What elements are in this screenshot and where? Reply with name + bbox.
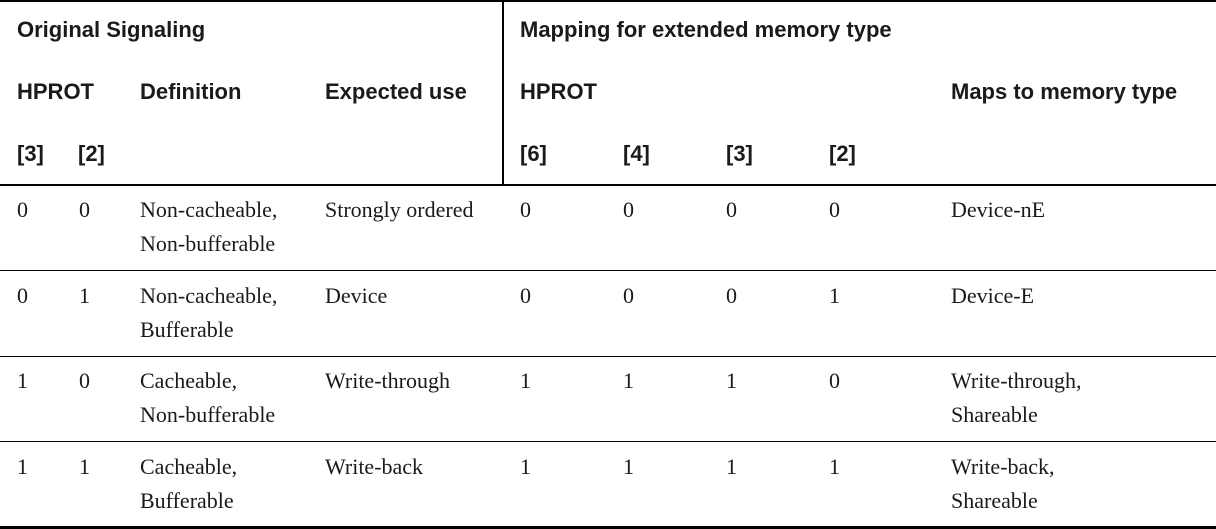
table-top-rule <box>0 0 1216 2</box>
bit2-original-header: [2] <box>78 141 105 166</box>
row3-maps-to-line1: Write-through, <box>951 368 1082 393</box>
bit4-header: [4] <box>623 141 650 166</box>
row1-expected-use: Strongly ordered <box>325 197 474 222</box>
bit3-original-header: [3] <box>17 141 44 166</box>
row2-hprot2: 1 <box>79 283 90 308</box>
row1-map3: 0 <box>726 197 737 222</box>
row3-map4: 1 <box>623 368 634 393</box>
row4-expected-use: Write-back <box>325 454 424 479</box>
row3-maps-to-line2: Shareable <box>951 402 1038 427</box>
row3-hprot3: 1 <box>17 368 28 393</box>
row1-map4: 0 <box>623 197 634 222</box>
row3-hprot2: 0 <box>79 368 90 393</box>
row3-definition-line1: Cacheable, <box>140 368 238 393</box>
row-separator <box>0 441 1216 442</box>
row1-hprot2: 0 <box>79 197 90 222</box>
row2-expected-use: Device <box>325 283 388 308</box>
row2-map2: 1 <box>829 283 840 308</box>
row1-hprot3: 0 <box>17 197 28 222</box>
mapping-header: Mapping for extended memory type <box>520 17 892 42</box>
maps-to-header: Maps to memory type <box>951 79 1178 104</box>
row2-maps-to-line1: Device-E <box>951 283 1035 308</box>
row3-expected-use: Write-through <box>325 368 450 393</box>
header-column-divider <box>502 2 504 186</box>
definition-header: Definition <box>140 79 242 104</box>
row1-maps-to-line1: Device-nE <box>951 197 1046 222</box>
row4-map4: 1 <box>623 454 634 479</box>
bit2-mapping-header: [2] <box>829 141 856 166</box>
row2-map6: 0 <box>520 283 531 308</box>
row2-map4: 0 <box>623 283 634 308</box>
hprot-original-header: HPROT <box>17 79 94 104</box>
row4-map6: 1 <box>520 454 531 479</box>
row2-definition-line1: Non-cacheable, <box>140 283 278 308</box>
row-separator <box>0 270 1216 271</box>
row4-definition-line1: Cacheable, <box>140 454 238 479</box>
row2-hprot3: 0 <box>17 283 28 308</box>
row3-map2: 0 <box>829 368 840 393</box>
row4-hprot3: 1 <box>17 454 28 479</box>
hprot-mapping-header: HPROT <box>520 79 597 104</box>
row-separator <box>0 356 1216 357</box>
expected-use-header: Expected use <box>325 79 467 104</box>
row4-definition-line2: Bufferable <box>140 488 234 513</box>
row1-map6: 0 <box>520 197 531 222</box>
bit3-mapping-header: [3] <box>726 141 753 166</box>
table-bottom-rule <box>0 526 1216 529</box>
row1-map2: 0 <box>829 197 840 222</box>
row3-definition-line2: Non-bufferable <box>140 402 276 427</box>
row2-map3: 0 <box>726 283 737 308</box>
row3-map3: 1 <box>726 368 737 393</box>
row3-map6: 1 <box>520 368 531 393</box>
original-signaling-header: Original Signaling <box>17 17 206 42</box>
row4-maps-to-line1: Write-back, <box>951 454 1055 479</box>
row1-definition-line2: Non-bufferable <box>140 231 276 256</box>
bit6-header: [6] <box>520 141 547 166</box>
row1-definition-line1: Non-cacheable, <box>140 197 278 222</box>
row4-map2: 1 <box>829 454 840 479</box>
row4-hprot2: 1 <box>79 454 90 479</box>
row4-maps-to-line2: Shareable <box>951 488 1038 513</box>
row4-map3: 1 <box>726 454 737 479</box>
row2-definition-line2: Bufferable <box>140 317 234 342</box>
header-bottom-rule <box>0 184 1216 186</box>
